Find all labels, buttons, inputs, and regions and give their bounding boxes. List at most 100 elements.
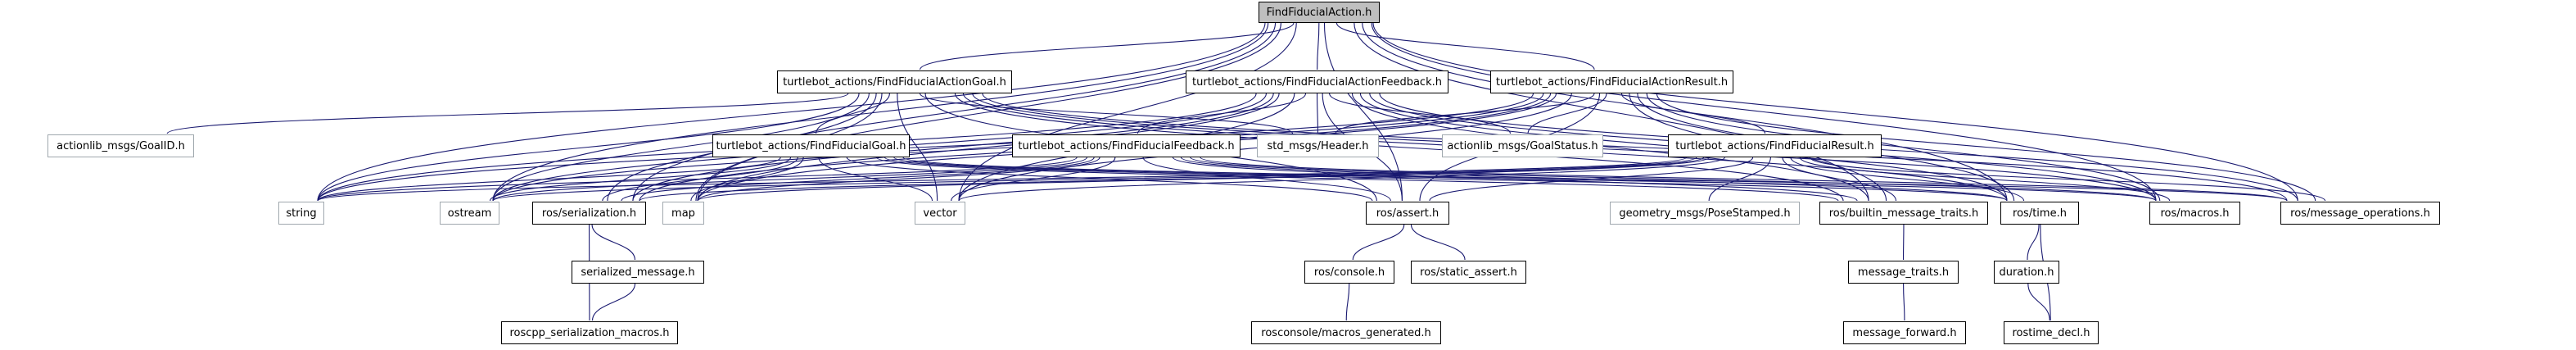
graph-edge-a_result-to-string: [317, 93, 1534, 202]
graph-edge-serialization-to-ser_msg: [591, 224, 635, 261]
graph-edge-f_goal-to-vector: [818, 157, 933, 202]
graph-node-label: ros/console.h: [1313, 266, 1385, 279]
graph-node-label: string: [286, 207, 317, 220]
graph-edge-action-to-msg_ops: [1372, 22, 2298, 202]
graph-edge-a_feedback-to-map: [697, 93, 1280, 202]
graph-node-f_goal[interactable]: turtlebot_actions/FindFiducialGoal.h: [712, 134, 910, 157]
graph-node-label: message_traits.h: [1857, 266, 1950, 279]
graph-node-label: turtlebot_actions/FindFiducialActionResu…: [1495, 75, 1729, 89]
graph-node-label: duration.h: [1999, 266, 2054, 279]
graph-edge-f_feedback-to-ostream: [492, 157, 1087, 202]
graph-node-console[interactable]: ros/console.h: [1304, 261, 1394, 284]
graph-edge-a_result-to-msg_ops: [1656, 93, 2316, 202]
graph-node-msg_traits[interactable]: message_traits.h: [1848, 261, 1959, 284]
graph-edge-f_result-to-serialization: [639, 157, 1705, 202]
graph-node-label: rostime_decl.h: [2012, 326, 2090, 339]
graph-node-string[interactable]: string: [278, 202, 324, 225]
graph-node-a_feedback[interactable]: turtlebot_actions/FindFiducialActionFeed…: [1186, 70, 1448, 93]
graph-node-ser_msg[interactable]: serialized_message.h: [572, 261, 704, 284]
graph-node-a_result[interactable]: turtlebot_actions/FindFiducialActionResu…: [1490, 70, 1733, 93]
graph-node-label: rosconsole/macros_generated.h: [1261, 326, 1431, 339]
graph-edge-action-to-assert: [1323, 22, 1403, 202]
graph-node-label: ros/static_assert.h: [1420, 266, 1517, 279]
graph-edge-action-to-a_goal: [920, 22, 1295, 70]
graph-node-f_feedback[interactable]: turtlebot_actions/FindFiducialFeedback.h: [1012, 134, 1241, 157]
graph-node-label: turtlebot_actions/FindFiducialResult.h: [1675, 139, 1874, 152]
graph-node-serialization[interactable]: ros/serialization.h: [532, 202, 646, 225]
graph-node-goal_id[interactable]: actionlib_msgs/GoalID.h: [47, 134, 194, 157]
graph-edge-f_feedback-to-macros: [1190, 157, 2157, 202]
graph-edge-msg_traits-to-msg_forward: [1903, 283, 1905, 321]
graph-node-pose_stamped[interactable]: geometry_msgs/PoseStamped.h: [1610, 202, 1800, 225]
graph-edge-assert-to-static_assert: [1410, 224, 1466, 261]
graph-edge-a_feedback-to-serialization: [632, 93, 1274, 202]
graph-node-assert[interactable]: ros/assert.h: [1366, 202, 1449, 225]
graph-edge-f_result-to-ostream: [492, 157, 1697, 202]
graph-edge-duration-to-rostime_decl: [2027, 283, 2050, 321]
graph-node-label: serialized_message.h: [581, 266, 695, 279]
graph-node-time[interactable]: ros/time.h: [2000, 202, 2079, 225]
graph-edge-f_result-to-pose_stamped: [1708, 157, 1771, 202]
graph-edge-action-to-string: [317, 22, 1266, 202]
graph-edge-a_result-to-goal_status: [1527, 93, 1607, 134]
graph-edge-f_feedback-to-msg_ops: [1200, 157, 2288, 202]
graph-node-label: ros/time.h: [2013, 207, 2067, 220]
graph-node-macros[interactable]: ros/macros.h: [2149, 202, 2240, 225]
graph-node-label: roscpp_serialization_macros.h: [509, 326, 670, 339]
graph-edge-a_goal-to-f_goal: [816, 93, 890, 134]
graph-edge-f_goal-to-time: [884, 157, 2008, 202]
graph-node-msg_ops[interactable]: ros/message_operations.h: [2280, 202, 2440, 225]
graph-node-map[interactable]: map: [662, 202, 704, 225]
graph-edge-f_result-to-time: [1790, 157, 2025, 202]
graph-edge-action-to-a_result: [1335, 22, 1595, 70]
graph-node-rostime_decl[interactable]: rostime_decl.h: [2004, 321, 2099, 344]
graph-node-label: ostream: [447, 207, 492, 220]
graph-node-header[interactable]: std_msgs/Header.h: [1257, 134, 1379, 157]
graph-edge-a_goal-to-string: [317, 93, 860, 202]
graph-edge-f_result-to-assert: [1429, 157, 1754, 202]
graph-node-label: geometry_msgs/PoseStamped.h: [1619, 207, 1791, 220]
graph-node-label: ros/message_operations.h: [2290, 207, 2430, 220]
graph-edge-f_feedback-to-serialization: [621, 157, 1095, 202]
graph-edge-a_feedback-to-header: [1317, 93, 1318, 134]
graph-edge-f_result-to-string: [317, 157, 1688, 202]
graph-node-label: ros/builtin_message_traits.h: [1828, 207, 1979, 220]
graph-edge-ser_msg-to-roscpp_ser_macros: [591, 283, 636, 321]
graph-node-a_goal[interactable]: turtlebot_actions/FindFiducialActionGoal…: [777, 70, 1012, 93]
graph-edge-f_result-to-map: [697, 157, 1711, 202]
graph-node-label: vector: [923, 207, 957, 220]
graph-edge-f_goal-to-map: [690, 157, 804, 202]
graph-node-builtin_traits[interactable]: ros/builtin_message_traits.h: [1819, 202, 1988, 225]
graph-node-f_result[interactable]: turtlebot_actions/FindFiducialResult.h: [1668, 134, 1882, 157]
graph-node-roscpp_ser_macros[interactable]: roscpp_serialization_macros.h: [501, 321, 678, 344]
graph-edge-f_feedback-to-vector: [951, 157, 1116, 202]
graph-edge-assert-to-console: [1352, 224, 1405, 261]
graph-node-label: ros/assert.h: [1376, 207, 1439, 220]
graph-edge-console-to-macros_generated: [1345, 283, 1350, 321]
graph-node-label: turtlebot_actions/FindFiducialActionFeed…: [1192, 75, 1442, 89]
graph-node-duration[interactable]: duration.h: [1994, 261, 2059, 284]
graph-node-label: map: [671, 207, 695, 220]
graph-edge-f_feedback-to-builtin_traits: [1172, 157, 1858, 202]
graph-node-vector[interactable]: vector: [915, 202, 965, 225]
graph-edge-a_goal-to-msg_ops: [982, 93, 2288, 202]
graph-node-macros_generated[interactable]: rosconsole/macros_generated.h: [1251, 321, 1441, 344]
graph-node-msg_forward[interactable]: message_forward.h: [1843, 321, 1966, 344]
graph-node-goal_status[interactable]: actionlib_msgs/GoalStatus.h: [1442, 134, 1603, 157]
graph-edge-action-to-macros: [1371, 22, 2157, 202]
graph-node-label: message_forward.h: [1852, 326, 1957, 339]
graph-node-label: turtlebot_actions/FindFiducialActionGoal…: [783, 75, 1006, 89]
graph-node-action[interactable]: FindFiducialAction.h: [1259, 2, 1380, 23]
graph-node-ostream[interactable]: ostream: [440, 202, 499, 225]
graph-edge-f_goal-to-string: [317, 157, 781, 202]
graph-node-label: actionlib_msgs/GoalStatus.h: [1447, 139, 1598, 152]
graph-node-label: actionlib_msgs/GoalID.h: [56, 139, 185, 152]
graph-node-static_assert[interactable]: ros/static_assert.h: [1411, 261, 1526, 284]
graph-edge-action-to-builtin_traits: [1354, 22, 1869, 202]
graph-node-label: ros/serialization.h: [541, 207, 637, 220]
graph-edge-f_result-to-macros: [1799, 157, 2171, 202]
graph-edge-a_goal-to-goal_id: [166, 93, 849, 134]
graph-edge-f_result-to-builtin_traits: [1782, 157, 1897, 202]
